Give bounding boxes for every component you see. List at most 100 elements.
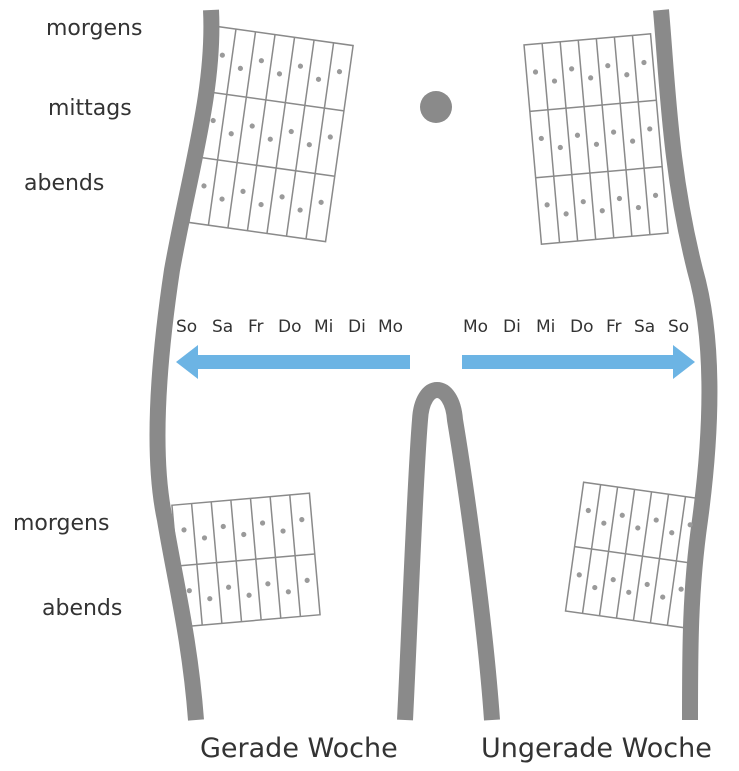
grid-bottom-right: [564, 481, 704, 629]
site-dot: [299, 517, 305, 523]
site-dot: [258, 201, 264, 208]
site-dot: [237, 65, 244, 71]
arrow-right: [462, 345, 695, 379]
day-right-sa: Sa: [634, 317, 655, 337]
footer-gerade-woche: Gerade Woche: [200, 733, 398, 764]
site-dot: [611, 129, 617, 135]
site-dot: [267, 136, 273, 142]
site-dot: [246, 592, 252, 598]
site-dot: [647, 126, 653, 132]
site-dot: [240, 188, 246, 194]
site-dot: [225, 584, 232, 590]
site-dot: [653, 517, 659, 523]
site-dot: [336, 69, 343, 75]
site-dot: [669, 530, 675, 536]
site-dot: [687, 522, 693, 528]
site-dot: [641, 59, 647, 66]
site-dot: [220, 523, 226, 530]
site-dot: [588, 75, 594, 81]
site-dot: [249, 123, 255, 129]
site-dot: [201, 535, 208, 541]
label-mittags-top: mittags: [48, 96, 132, 121]
site-dot: [201, 183, 207, 189]
site-dot: [288, 128, 294, 135]
site-dot: [219, 52, 225, 58]
label-morgens-bottom: morgens: [13, 511, 110, 536]
site-dot: [297, 207, 303, 213]
site-dot: [616, 195, 623, 202]
site-dot: [635, 204, 642, 211]
site-dot: [551, 78, 558, 84]
label-morgens-top: morgens: [46, 16, 143, 41]
site-dot: [315, 76, 322, 82]
site-dot: [544, 202, 550, 208]
site-dot: [532, 69, 539, 75]
label-abends-bottom: abends: [42, 596, 123, 621]
site-dot: [563, 211, 569, 217]
grid-top-left: [188, 25, 354, 243]
site-dot: [276, 71, 283, 77]
site-dot: [181, 527, 187, 533]
footer-ungerade-woche: Ungerade Woche: [481, 733, 712, 764]
day-left-mo: Mo: [378, 317, 403, 337]
site-dot: [304, 577, 310, 583]
day-left-di: Di: [348, 317, 366, 337]
site-dot: [557, 144, 563, 151]
day-left-so: So: [176, 317, 197, 337]
site-dot: [652, 192, 659, 198]
arrow-left: [176, 345, 410, 379]
site-dot: [576, 572, 582, 578]
label-abends-top: abends: [24, 171, 105, 196]
navel-dot: [420, 91, 452, 123]
site-dot: [258, 58, 264, 64]
site-dot: [569, 66, 575, 72]
site-dot: [644, 581, 650, 588]
site-dot: [678, 586, 684, 592]
site-dot: [630, 138, 636, 144]
day-left-fr: Fr: [248, 317, 264, 337]
site-dot: [624, 72, 630, 78]
site-dot: [610, 577, 616, 583]
site-dot: [538, 135, 544, 142]
site-dot: [285, 589, 291, 595]
site-dot: [207, 596, 213, 602]
site-dot: [265, 581, 271, 587]
site-dot: [592, 584, 598, 591]
site-dot: [619, 512, 625, 518]
site-dot: [318, 199, 324, 205]
day-right-di: Di: [503, 317, 521, 337]
day-right-mi: Mi: [536, 317, 555, 337]
site-dot: [635, 525, 641, 531]
site-dot: [580, 199, 586, 205]
day-right-fr: Fr: [606, 317, 622, 337]
day-left-mi: Mi: [314, 317, 333, 337]
site-dot: [585, 507, 591, 514]
site-dot: [241, 531, 247, 538]
right-body-outline: [653, 9, 718, 721]
site-dot: [660, 594, 666, 600]
site-dot: [297, 63, 304, 69]
site-dot: [574, 132, 581, 138]
site-dot: [228, 131, 234, 137]
site-dot: [593, 141, 600, 147]
day-right-so: So: [668, 317, 689, 337]
site-dot: [219, 196, 225, 202]
site-dot: [601, 520, 607, 526]
day-left-do: Do: [278, 317, 302, 337]
day-right-do: Do: [570, 317, 594, 337]
site-dot: [279, 194, 285, 200]
site-dot: [327, 134, 333, 140]
grid-bottom-left: [171, 492, 321, 628]
site-dot: [626, 589, 632, 595]
site-dot: [186, 588, 192, 594]
day-left-sa: Sa: [212, 317, 233, 337]
site-dot: [280, 528, 286, 534]
site-dot: [210, 117, 216, 124]
site-dot: [599, 208, 605, 214]
site-dot: [306, 142, 312, 148]
site-dot: [259, 520, 266, 526]
site-dot: [605, 63, 611, 69]
day-right-mo: Mo: [463, 317, 488, 337]
